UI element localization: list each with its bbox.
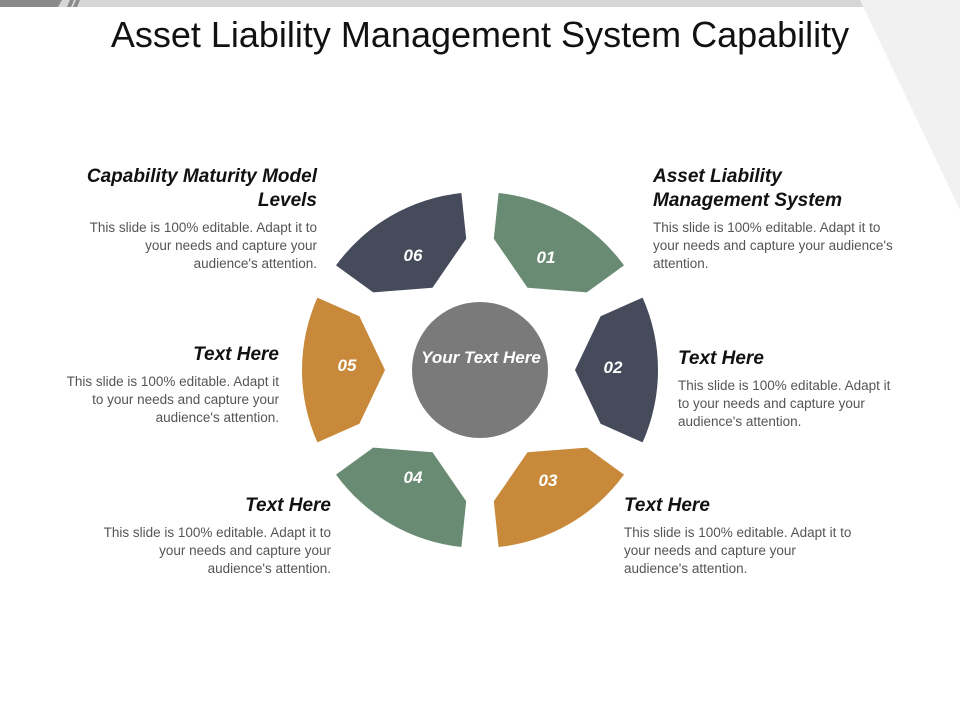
segment-number-03: 03	[538, 471, 558, 490]
block-heading: Capability Maturity Model Levels	[86, 166, 317, 211]
ring-segment-03	[493, 447, 624, 547]
block-heading: Text Here	[678, 348, 764, 369]
text-block-05: Text Here This slide is 100% editable. A…	[52, 343, 279, 427]
block-heading: Text Here	[193, 344, 279, 365]
block-body: This slide is 100% editable. Adapt it to…	[678, 378, 891, 429]
ring-segment-01	[493, 193, 624, 293]
block-heading: Text Here	[245, 495, 331, 516]
text-block-03: Text Here This slide is 100% editable. A…	[624, 494, 854, 578]
ring-segment-06	[336, 193, 467, 293]
block-body: This slide is 100% editable. Adapt it to…	[66, 374, 279, 425]
text-block-01: Asset Liability Management System This s…	[653, 165, 893, 273]
text-block-04: Text Here This slide is 100% editable. A…	[101, 494, 331, 578]
block-heading: Asset Liability Management System	[653, 166, 843, 211]
center-circle	[412, 302, 548, 438]
page-title: Asset Liability Management System Capabi…	[110, 14, 850, 55]
block-body: This slide is 100% editable. Adapt it to…	[624, 525, 852, 576]
block-heading: Text Here	[624, 495, 710, 516]
segment-number-05: 05	[337, 356, 357, 375]
center-label: Your Text Here	[421, 348, 541, 367]
ring-segment-02	[575, 297, 658, 443]
segment-number-06: 06	[403, 246, 423, 265]
segment-number-01: 01	[536, 248, 556, 267]
segment-number-04: 04	[403, 468, 423, 487]
block-body: This slide is 100% editable. Adapt it to…	[103, 525, 331, 576]
ring-segment-05	[302, 297, 385, 443]
text-block-02: Text Here This slide is 100% editable. A…	[678, 347, 903, 431]
block-body: This slide is 100% editable. Adapt it to…	[89, 220, 317, 271]
text-block-06: Capability Maturity Model Levels This sl…	[82, 165, 317, 273]
block-body: This slide is 100% editable. Adapt it to…	[653, 220, 893, 271]
ring-segment-04	[336, 447, 467, 547]
segment-number-02: 02	[603, 358, 623, 377]
